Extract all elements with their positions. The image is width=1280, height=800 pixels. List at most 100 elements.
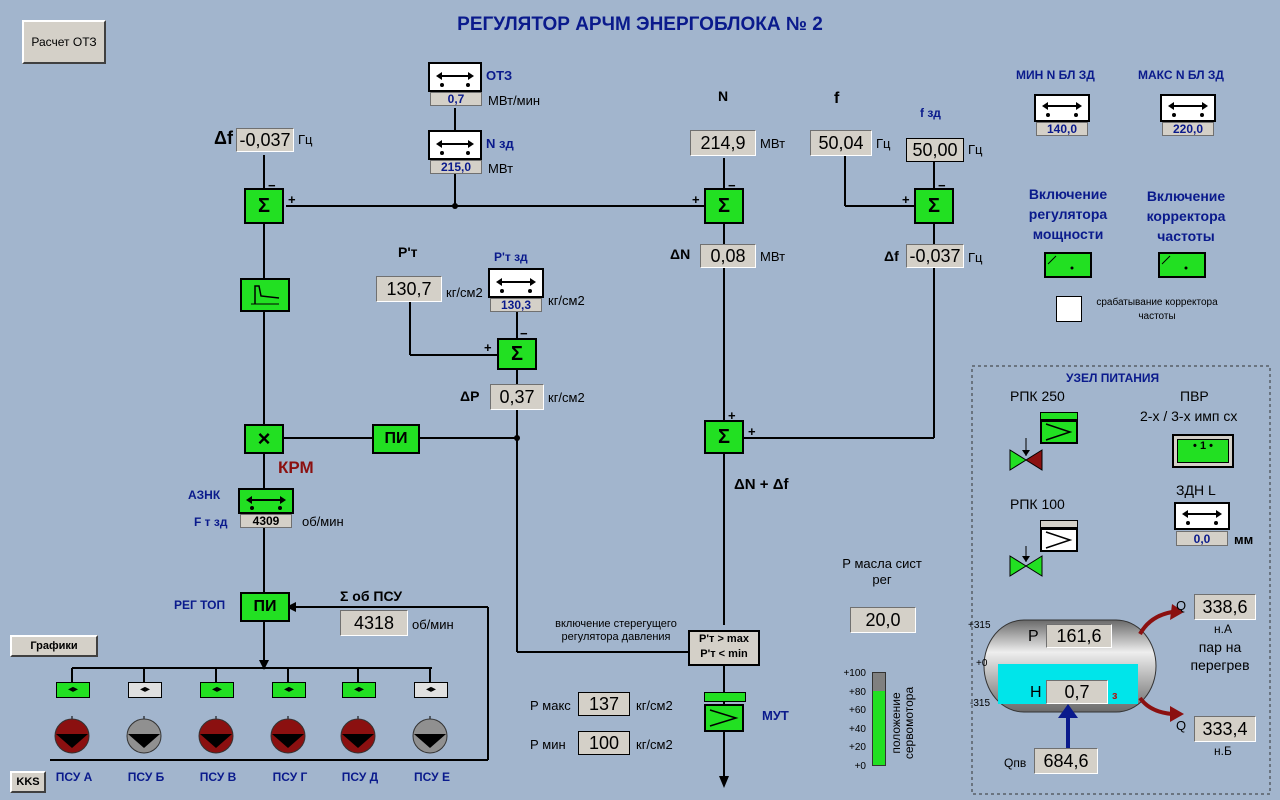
valve-actuator-icon: [709, 709, 739, 727]
drum-p-label: P: [1028, 628, 1039, 645]
pvr-toggle[interactable]: • 1 •: [1172, 434, 1234, 468]
n-zd-unit: МВт: [488, 161, 514, 176]
zdn-value: 0,0: [1176, 531, 1228, 546]
pump-label: ПСУ Д: [341, 770, 379, 784]
f-zd-value[interactable]: 50,00: [906, 138, 964, 162]
delta-f-left-label: Δf: [214, 128, 233, 148]
feed-title: УЗЕЛ ПИТАНИЯ: [1066, 371, 1160, 385]
pump-icon[interactable]: [124, 716, 164, 756]
p-max-label: Р макс: [530, 698, 571, 713]
otz-setpoint-control[interactable]: [428, 62, 482, 92]
pump-control[interactable]: ◂▸: [414, 682, 448, 698]
reg-top-pi-block[interactable]: ПИ: [240, 592, 290, 622]
summator-pt[interactable]: Σ: [497, 338, 537, 370]
qpv-value: 684,6: [1034, 748, 1098, 774]
minus-sign: −: [520, 326, 528, 341]
pump-control[interactable]: ◂▸: [128, 682, 162, 698]
summator-dn-df[interactable]: Σ: [704, 420, 744, 454]
dead-zone-block[interactable]: [240, 278, 290, 312]
rpk100-position-bar: [1040, 520, 1078, 528]
qa-value: 338,6: [1194, 594, 1256, 620]
mut-block[interactable]: [704, 704, 744, 732]
pump-icon[interactable]: [338, 716, 378, 756]
pressure-guard-block[interactable]: P'т > max P'т < min: [688, 630, 760, 666]
pump-label: ПСУ Е: [414, 770, 450, 784]
plus-sign: +: [902, 192, 910, 207]
pump-icon[interactable]: [410, 716, 450, 756]
min-n-label: МИН N БЛ ЗД: [1016, 68, 1095, 82]
pt-zd-setpoint-control[interactable]: [488, 268, 544, 298]
n-label: N: [718, 88, 729, 104]
servo-tick-label: +0: [854, 760, 866, 772]
delta-f-left-value: -0,037: [236, 128, 294, 152]
rpk250-block[interactable]: [1040, 420, 1078, 444]
p-max-value[interactable]: 137: [578, 692, 630, 716]
pump-control[interactable]: ◂▸: [200, 682, 234, 698]
calc-otz-button[interactable]: Расчет ОТЗ: [22, 20, 106, 64]
delta-n-label: ΔN: [670, 246, 691, 262]
pt-max-label: P'т > max: [699, 633, 749, 645]
aznk-setpoint-control[interactable]: [238, 488, 294, 514]
oil-pressure-value: 20,0: [850, 607, 916, 633]
pt-value: 130,7: [376, 276, 442, 302]
drum-scale-top: +315: [968, 620, 991, 631]
enable-freq-toggle[interactable]: [1158, 252, 1206, 278]
drum-h-label: Н: [1030, 684, 1042, 701]
qb-sub: н.Б: [1214, 744, 1232, 758]
minus-sign: −: [268, 178, 276, 193]
aznk-unit: об/мин: [302, 514, 344, 529]
pump-control[interactable]: ◂▸: [272, 682, 306, 698]
min-n-control[interactable]: [1034, 94, 1090, 122]
enable-power-toggle[interactable]: [1044, 252, 1092, 278]
qpv-label: Qпв: [1004, 756, 1027, 770]
f-t-zd-label: F т зд: [194, 515, 228, 529]
pt-label: P'т: [398, 244, 418, 260]
p-min-value[interactable]: 100: [578, 731, 630, 755]
n-zd-label: N зд: [486, 136, 514, 151]
drum-h-value: 0,7: [1046, 680, 1108, 704]
p-min-label: Р мин: [530, 737, 566, 752]
rpk100-block[interactable]: [1040, 528, 1078, 552]
qa-label: Q: [1176, 598, 1187, 613]
delta-f-left-unit: Гц: [298, 132, 313, 147]
summator-f[interactable]: Σ: [914, 188, 954, 224]
pump-icon[interactable]: [196, 716, 236, 756]
n-zd-setpoint-control[interactable]: [428, 130, 482, 160]
toggle-icon: [1047, 255, 1074, 270]
zdn-setpoint-control[interactable]: [1174, 502, 1230, 530]
double-arrow-icon: [436, 140, 474, 155]
graphs-button[interactable]: Графики: [10, 635, 98, 657]
delta-n-value: 0,08: [700, 244, 756, 268]
pump-label: ПСУ В: [199, 770, 237, 784]
mut-label: МУТ: [762, 708, 789, 723]
double-arrow-icon: [1168, 102, 1208, 117]
pump-control[interactable]: ◂▸: [342, 682, 376, 698]
pi-block[interactable]: ПИ: [372, 424, 420, 454]
summator-n[interactable]: Σ: [704, 188, 744, 224]
rpk100-label: РПК 100: [1010, 496, 1065, 512]
max-n-control[interactable]: [1160, 94, 1216, 122]
f-unit: Гц: [876, 136, 891, 151]
minus-sign: −: [728, 178, 736, 193]
kks-button[interactable]: KKS: [10, 771, 46, 793]
otz-label: ОТЗ: [486, 68, 513, 83]
step-response-icon: [251, 285, 280, 305]
enable-freq-label: Включение корректора частоты: [1146, 188, 1226, 244]
pump-icon[interactable]: [52, 716, 92, 756]
servo-gauge: [872, 672, 886, 766]
reg-top-label: РЕГ ТОП: [174, 598, 226, 612]
p-min-unit: кг/см2: [636, 737, 673, 752]
double-arrow-icon: [246, 496, 286, 510]
multiplier-block[interactable]: ×: [244, 424, 284, 454]
enable-power-label: Включение регулятора мощности: [1028, 186, 1108, 242]
servo-tick-label: +20: [849, 742, 866, 753]
servo-tick-label: +100: [843, 668, 866, 679]
pump-control[interactable]: ◂▸: [56, 682, 90, 698]
servo-label: положение сервомотора: [889, 686, 916, 760]
aznk-label: АЗНК: [188, 488, 221, 502]
summator-left[interactable]: Σ: [244, 188, 284, 224]
drum-h-sub: з: [1112, 690, 1118, 702]
pump-icon[interactable]: [268, 716, 308, 756]
otz-value: 0,7: [430, 92, 482, 106]
pressure-guard-caption: включение стерегущего регулятора давлени…: [555, 618, 677, 643]
